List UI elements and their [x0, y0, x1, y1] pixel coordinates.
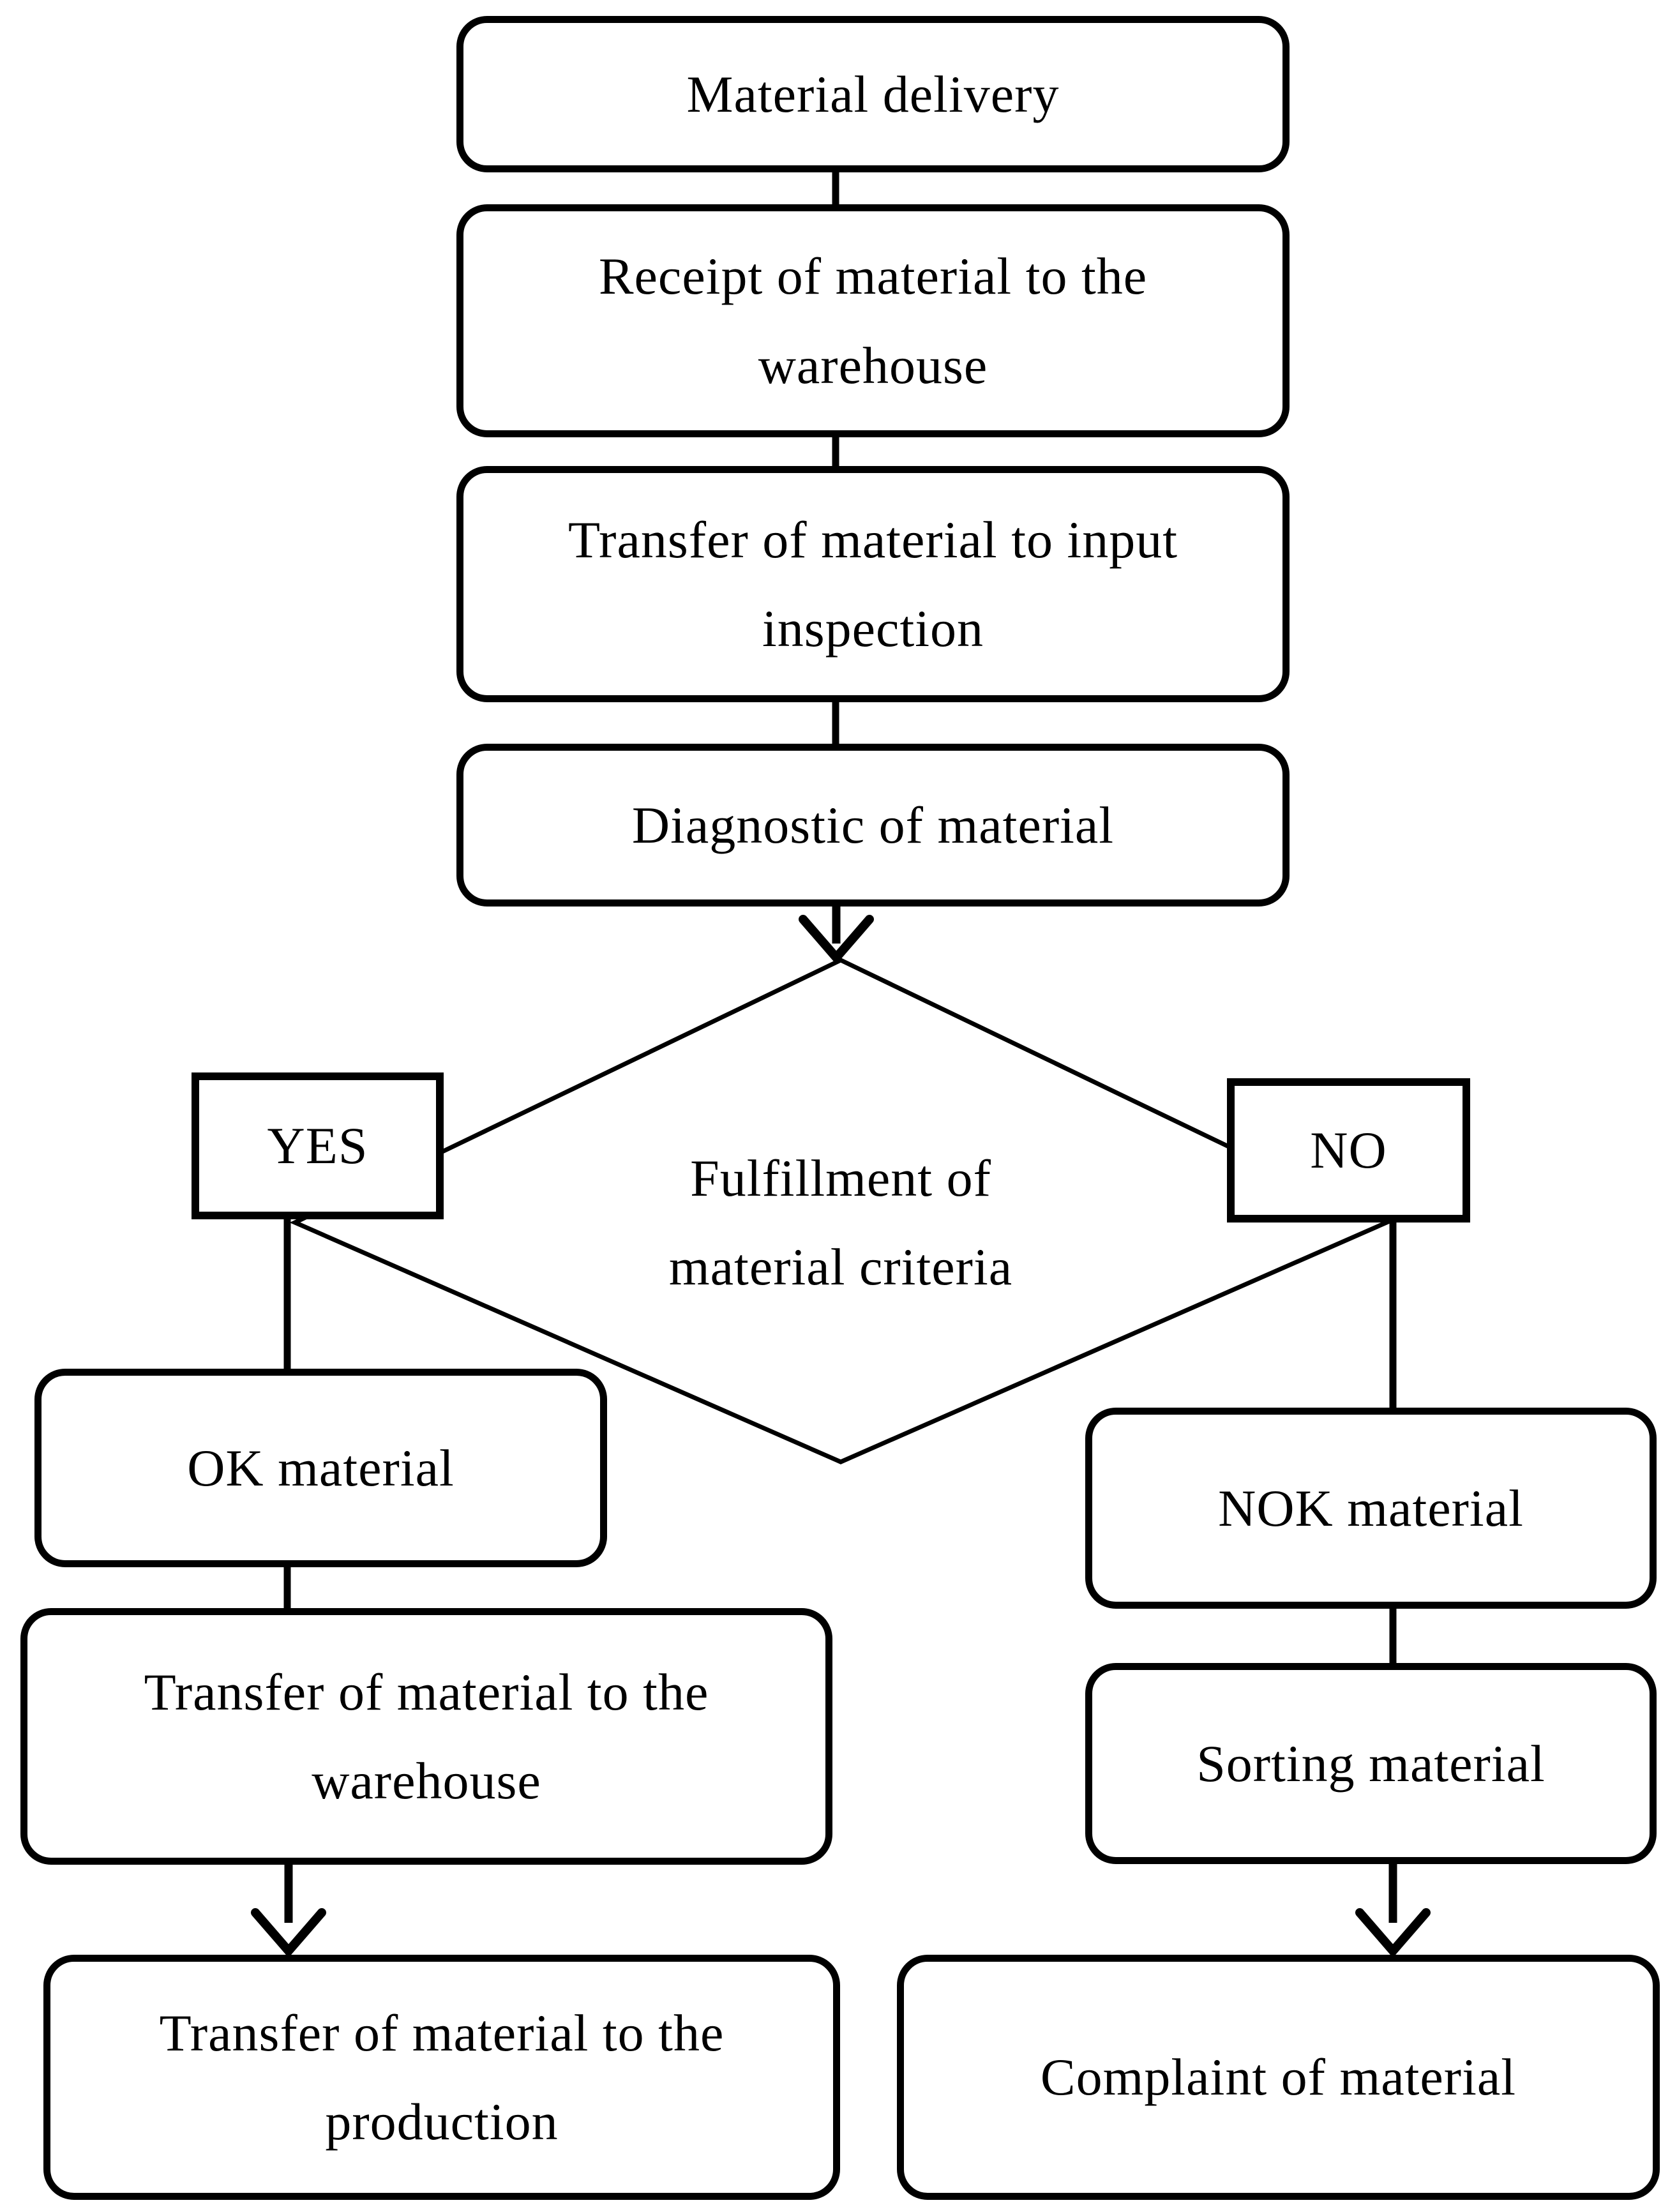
node-transfer-to-production: Transfer of material to the production — [43, 1955, 840, 2200]
node-transfer-to-input-inspection: Transfer of material to input inspection — [456, 466, 1290, 702]
node-transfer-pr-line1: Transfer of material to the — [159, 2003, 725, 2062]
node-nok-material: NOK material — [1085, 1408, 1657, 1609]
node-receipt-of-material: Receipt of material to the warehouse — [456, 204, 1290, 437]
node-complaint-of-material: Complaint of material — [897, 1955, 1660, 2200]
node-nok-material-label: NOK material — [1218, 1478, 1524, 1537]
node-decision-fulfillment: Fulfillment of material criteria — [553, 1130, 1128, 1315]
node-transfer-to-warehouse: Transfer of material to the warehouse — [20, 1608, 832, 1865]
node-material-delivery-label: Material delivery — [686, 64, 1060, 123]
node-diagnostic-of-material: Diagnostic of material — [456, 744, 1290, 907]
node-sorting-material-label: Sorting material — [1196, 1734, 1545, 1793]
node-transfer-wh-line1: Transfer of material to the — [144, 1662, 709, 1721]
node-ok-material: OK material — [34, 1369, 607, 1567]
arrowhead-diagnostic-to-decision — [799, 915, 874, 965]
node-decision-line2: material criteria — [668, 1238, 1013, 1296]
node-transfer-pr-line2: production — [325, 2093, 559, 2151]
arrowhead-sorting-to-complaint — [1355, 1908, 1431, 1958]
node-sorting-material: Sorting material — [1085, 1663, 1657, 1864]
arrowhead-transfer-warehouse-to-production — [251, 1908, 326, 1958]
node-transfer-wh-line2: warehouse — [312, 1752, 541, 1810]
no-label-text: NO — [1310, 1121, 1387, 1180]
node-ok-material-label: OK material — [187, 1438, 455, 1497]
node-yes-label: YES — [192, 1072, 444, 1219]
decision-diamond-shape — [289, 958, 1392, 1464]
node-complaint-label: Complaint of material — [1040, 2048, 1517, 2107]
node-diagnostic-label: Diagnostic of material — [631, 795, 1115, 854]
node-no-label: NO — [1227, 1078, 1470, 1223]
node-transfer-input-line2: inspection — [762, 599, 984, 658]
node-receipt-line2: warehouse — [758, 336, 988, 395]
yes-label-text: YES — [267, 1117, 368, 1175]
node-receipt-line1: Receipt of material to the — [598, 247, 1148, 306]
node-material-delivery: Material delivery — [456, 16, 1290, 172]
node-transfer-input-line1: Transfer of material to input — [568, 510, 1178, 569]
node-decision-line1: Fulfillment of — [690, 1148, 991, 1207]
